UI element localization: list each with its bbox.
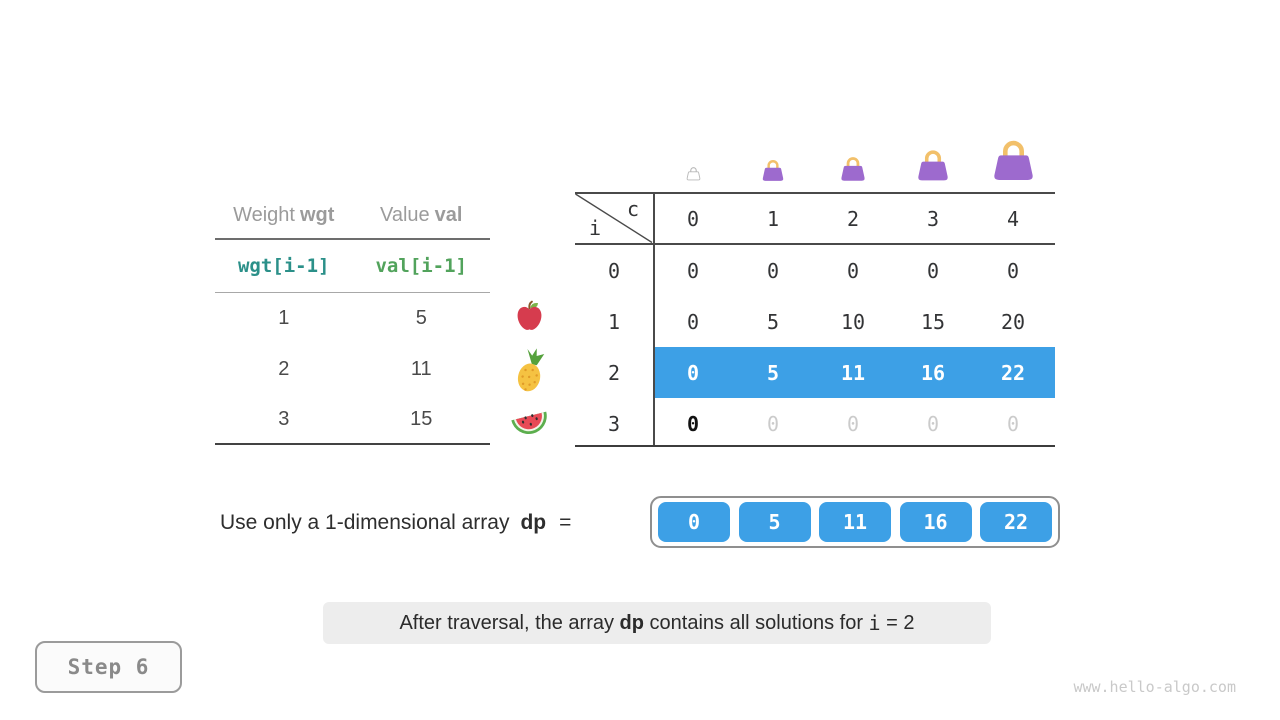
caption-banner: After traversal, the array dp contains a… <box>323 602 991 644</box>
dp-table-corner-cell: c i <box>575 194 653 243</box>
row-header-3: 3 <box>607 411 621 436</box>
val-expression: val[i-1] <box>375 255 467 277</box>
bag-capacity-3-icon <box>918 150 948 181</box>
dp-cell: 0 <box>686 258 700 283</box>
dp-cell: 16 <box>920 360 946 385</box>
dp-row-2-highlighted: 2 0 5 11 16 22 <box>575 347 1055 398</box>
dp-cell: 0 <box>846 258 860 283</box>
row-header-1: 1 <box>607 309 621 334</box>
col-header-0: 0 <box>686 206 700 231</box>
highlighted-row-band: 0 5 11 16 22 <box>653 347 1055 398</box>
dp-cell: 20 <box>1000 309 1026 334</box>
dp-array-cell: 5 <box>738 502 811 542</box>
dp-array-cell: 11 <box>819 502 891 542</box>
dp-cell: 10 <box>840 309 866 334</box>
caption-dp-var: dp <box>619 611 644 634</box>
bag-capacity-2-icon <box>841 157 865 181</box>
item-weight: 3 <box>278 407 290 430</box>
dp-row-0: 0 0 0 0 0 0 <box>575 245 1055 296</box>
col-header-1: 1 <box>766 206 780 231</box>
item-row-apple: 1 5 <box>215 293 490 344</box>
dp-cell: 0 <box>926 258 940 283</box>
items-table-subheader: wgt[i-1] val[i-1] <box>215 240 490 293</box>
dp-cell: 15 <box>920 309 946 334</box>
row-variable-label: i <box>589 216 602 240</box>
equals-sign: = <box>559 510 572 534</box>
item-value: 5 <box>415 307 427 329</box>
dp-cell: 5 <box>766 309 780 334</box>
wgt-expression: wgt[i-1] <box>237 255 330 277</box>
item-row-watermelon: 3 15 <box>215 395 490 445</box>
watermark-url: www.hello-algo.com <box>1073 678 1236 696</box>
corner-diagonal-line <box>575 194 653 243</box>
item-value: 15 <box>410 407 433 430</box>
dp-table-vertical-divider <box>653 194 655 445</box>
dp-table-header-row: c i 0 1 2 3 4 <box>575 194 1055 245</box>
dp-cell: 0 <box>766 411 780 436</box>
dp-row-1: 1 0 5 10 15 20 <box>575 296 1055 347</box>
capacity-bags-row <box>653 126 1053 182</box>
apple-icon <box>517 300 542 330</box>
col-header-2: 2 <box>846 206 860 231</box>
caption-index-value: = 2 <box>880 611 915 634</box>
dp-array-cell: 22 <box>980 502 1052 542</box>
col-header-4: 4 <box>1006 206 1020 231</box>
watermelon-icon <box>511 411 547 435</box>
caption-text-before: After traversal, the array <box>399 611 620 634</box>
dp-row-3: 3 0 0 0 0 0 <box>575 398 1055 449</box>
row-header-2: 2 <box>607 360 621 385</box>
dp-cell: 5 <box>766 360 780 385</box>
bag-capacity-4-icon <box>993 140 1033 180</box>
dp-table: c i 0 1 2 3 4 0 0 0 0 0 0 1 <box>575 192 1055 447</box>
dp-cell: 11 <box>840 360 866 385</box>
dp-array-cell: 16 <box>899 502 972 542</box>
caption-index-var: i <box>868 611 881 635</box>
caption-text-after: contains all solutions for <box>643 611 869 634</box>
dp-variable-name: dp <box>520 510 547 534</box>
col-header-3: 3 <box>926 206 940 231</box>
dp-cell-updated: 0 <box>686 411 700 436</box>
pineapple-icon <box>517 348 545 392</box>
bag-capacity-1-icon <box>762 160 784 181</box>
bag-capacity-0-icon <box>686 167 700 181</box>
dp-cell: 0 <box>1006 411 1020 436</box>
dp-cell: 0 <box>1006 258 1020 283</box>
item-weight: 1 <box>278 307 290 329</box>
dp-array-label-text: Use only a 1-dimensional array <box>220 510 510 534</box>
row-header-0: 0 <box>607 258 621 283</box>
dp-cell: 0 <box>686 309 700 334</box>
item-value: 11 <box>410 358 432 380</box>
dp-array-container: 0 5 11 16 22 <box>650 496 1060 548</box>
step-badge: Step 6 <box>35 641 182 693</box>
dp-cell: 0 <box>926 411 940 436</box>
dp-cell: 0 <box>846 411 860 436</box>
item-weight: 2 <box>278 358 290 380</box>
dp-cell: 0 <box>686 360 700 385</box>
column-variable-label: c <box>626 197 639 221</box>
dp-cell: 22 <box>1000 360 1026 385</box>
dp-array-cell: 0 <box>658 502 730 542</box>
dp-cell: 0 <box>766 258 780 283</box>
dp-array-label: Use only a 1-dimensional array dp = <box>220 497 571 548</box>
item-row-pineapple: 2 11 <box>215 344 490 395</box>
